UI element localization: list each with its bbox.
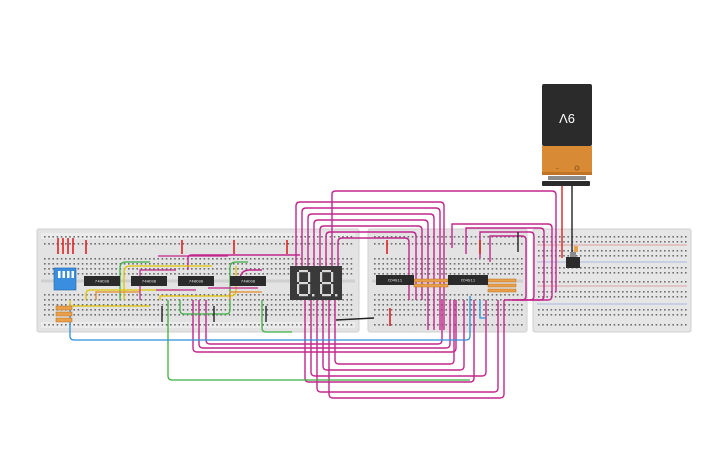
wire-group-orange[interactable] xyxy=(95,291,262,300)
battery-connector xyxy=(542,181,590,186)
dip-switch-toggle-3[interactable] xyxy=(67,271,70,278)
segment-1-4 xyxy=(297,284,300,294)
decoder-chip-1-label: CD4511 xyxy=(388,280,403,284)
dip-switch-toggle-2[interactable] xyxy=(62,271,66,278)
battery-minus-terminal-mark: − xyxy=(556,166,559,172)
jumper-black-group[interactable] xyxy=(161,232,519,322)
decoder-chip-2[interactable]: CD4511 xyxy=(448,275,488,285)
decoder-chip-1[interactable]: CD4511 xyxy=(376,275,414,285)
voltage-regulator[interactable] xyxy=(566,246,580,268)
wire-group-blue[interactable] xyxy=(69,296,486,341)
chip-3[interactable]: 74HC08 xyxy=(178,276,214,286)
segment-2-1 xyxy=(331,272,334,282)
chip-4-label: 74HC08 xyxy=(241,281,256,285)
battery-leads[interactable] xyxy=(561,186,573,258)
battery-9v[interactable]: 9V − xyxy=(542,84,592,186)
decimal-point-1 xyxy=(312,294,315,297)
segment-2-4 xyxy=(320,284,323,294)
seven-segment-digits xyxy=(297,270,338,297)
segment-1-1 xyxy=(308,272,311,282)
chip-2-label: 74HC08 xyxy=(142,281,157,285)
battery-label: 9V xyxy=(559,111,575,126)
wire-group-yellow[interactable] xyxy=(69,265,237,307)
dip-switch-toggle-1[interactable] xyxy=(58,271,61,278)
dip-switch-toggle-4[interactable] xyxy=(71,271,75,278)
seven-segment-display[interactable] xyxy=(290,266,342,300)
chip-1-label: 74HC08 xyxy=(95,281,110,285)
battery-plus-terminal-mark xyxy=(574,165,580,171)
decoder-chip-2-label: CD4511 xyxy=(461,280,476,284)
wire-group-magenta-short[interactable] xyxy=(139,255,258,300)
segment-2-5 xyxy=(320,272,323,282)
chip-2[interactable]: 74HC08 xyxy=(131,276,167,286)
chip-3-label: 74HC08 xyxy=(189,281,204,285)
segment-1-3 xyxy=(299,294,308,297)
wire-group-green[interactable] xyxy=(119,261,470,381)
dip-switch[interactable] xyxy=(53,267,77,291)
segment-2-3 xyxy=(322,294,331,297)
jumper-red-group[interactable] xyxy=(57,238,481,326)
segment-1-5 xyxy=(297,272,300,282)
segment-1-2 xyxy=(308,284,311,294)
segment-2-2 xyxy=(331,284,334,294)
decimal-point-2 xyxy=(335,294,338,297)
segment-2-0 xyxy=(322,270,331,273)
segment-1-6 xyxy=(299,282,308,285)
segment-1-0 xyxy=(299,270,308,273)
chip-1[interactable]: 74HC08 xyxy=(84,276,120,286)
segment-2-6 xyxy=(322,282,331,285)
breadboard-middle-holes xyxy=(374,236,523,326)
chip-4[interactable]: 74HC08 xyxy=(230,276,266,286)
